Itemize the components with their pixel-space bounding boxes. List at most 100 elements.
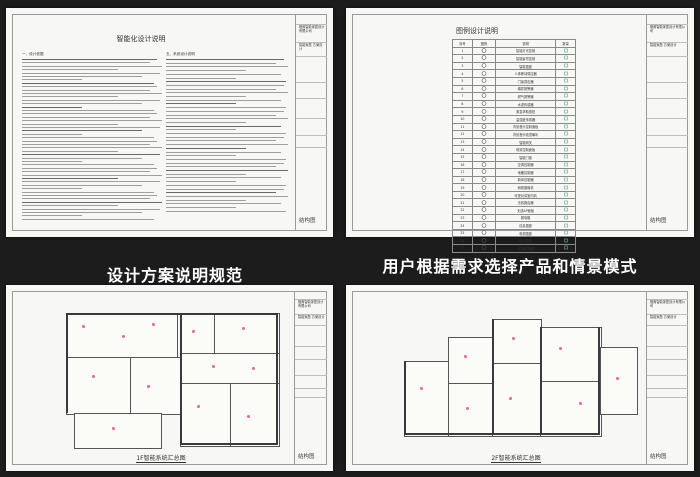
title-block-cell xyxy=(647,291,688,301)
title-block-cell xyxy=(295,388,327,399)
legend-number: 21 xyxy=(452,198,473,208)
legend-quantity-icon xyxy=(555,244,576,253)
text-line xyxy=(166,99,281,101)
title-block-cell xyxy=(296,135,327,148)
title-block-company: 楹阁智能家居设计有限公司 xyxy=(298,300,324,309)
legend-symbol-icon xyxy=(471,213,497,223)
legend-description: 信息插座 xyxy=(494,221,557,230)
text-line xyxy=(166,96,246,97)
legend-number: 8 xyxy=(452,99,473,109)
text-line xyxy=(166,62,276,64)
legend-quantity-icon xyxy=(555,145,576,154)
legend-symbol-icon xyxy=(471,114,497,124)
title-block-cell xyxy=(296,82,327,100)
text-line xyxy=(166,88,276,90)
text-line xyxy=(22,181,160,183)
legend-number: 27 xyxy=(452,244,473,253)
legend-number: 22 xyxy=(452,206,473,215)
legend-number: 23 xyxy=(452,213,473,223)
text-line xyxy=(22,106,82,108)
legend-description: 智能网关 xyxy=(494,137,557,147)
text-line xyxy=(166,166,276,168)
text-line xyxy=(22,208,160,210)
legend-number: 6 xyxy=(452,84,473,94)
title-block-cell xyxy=(296,118,327,136)
text-line xyxy=(166,129,236,131)
text-line xyxy=(166,125,281,127)
text-line xyxy=(22,198,150,200)
legend-symbol-icon xyxy=(471,160,497,170)
legend-quantity-icon xyxy=(555,236,576,246)
legend-header-cell: 说明 xyxy=(494,39,557,48)
text-line xyxy=(22,147,162,149)
legend-quantity-icon xyxy=(555,160,576,170)
legend-number: 9 xyxy=(452,107,473,116)
sheet-title: 图例设计说明 xyxy=(456,27,498,35)
sheet-design-description[interactable]: 智能化设计说明 一、设计依据 五、系统设计说明 楹阁智能家居设计有限公司智能家居… xyxy=(6,8,333,237)
legend-quantity-icon xyxy=(555,61,576,71)
text-line xyxy=(22,150,118,152)
title-block-cell xyxy=(647,359,688,376)
legend-quantity-icon xyxy=(555,130,576,139)
title-block-drawing-no: 结构图 xyxy=(299,217,316,224)
title-block-cell: 智能家居 方案设计 xyxy=(295,314,327,326)
plan-title: 1F智能系统汇总图 xyxy=(136,455,186,463)
text-line xyxy=(166,84,284,86)
title-block-drawing-no: 结构图 xyxy=(650,453,667,460)
legend-symbol-icon xyxy=(471,183,497,192)
text-line xyxy=(22,113,157,115)
legend-symbol-icon xyxy=(471,175,497,185)
legend-number: 3 xyxy=(452,61,473,71)
text-line xyxy=(166,173,246,175)
title-block: 楹阁智能家居设计有限公司智能家居 方案设计结构图 xyxy=(646,14,688,231)
text-line xyxy=(22,110,154,111)
text-line xyxy=(166,144,288,146)
legend-quantity-icon xyxy=(555,198,576,208)
text-line xyxy=(166,136,284,138)
text-line xyxy=(22,178,118,179)
text-line xyxy=(166,181,236,183)
text-line xyxy=(22,188,82,190)
text-line xyxy=(22,72,160,74)
text-line xyxy=(166,114,276,116)
legend-symbol-icon xyxy=(471,198,497,208)
legend-number: 24 xyxy=(452,221,473,230)
caption-product-scene: 用户根据需求选择产品和情景模式 xyxy=(382,257,638,276)
legend-symbol-icon xyxy=(471,69,497,78)
text-line xyxy=(22,103,142,105)
legend-description: 烟雾报警器 xyxy=(494,84,557,94)
legend-symbol-icon xyxy=(471,168,497,177)
title-block-cell xyxy=(295,325,327,347)
legend-number: 19 xyxy=(452,183,473,192)
text-line xyxy=(166,203,281,205)
text-line xyxy=(166,121,246,123)
legend-quantity-icon xyxy=(555,137,576,147)
legend-quantity-icon xyxy=(555,54,576,63)
sheet-1f-plan[interactable]: 1F智能系统汇总图 楹阁智能家居设计有限公司智能家居 方案设计结构图 xyxy=(6,285,333,471)
legend-quantity-icon xyxy=(555,175,576,185)
legend-symbol-icon xyxy=(471,46,497,56)
sheet-2f-plan[interactable]: 2F智能系统汇总图 楹阁智能家居设计有限公司智能家居 方案设计结构图 xyxy=(346,285,694,471)
text-line xyxy=(22,130,142,132)
text-line xyxy=(166,110,284,112)
legend-description: 无线AP面板 xyxy=(494,206,557,215)
text-line xyxy=(166,158,286,160)
text-line xyxy=(166,210,286,212)
legend-quantity-icon xyxy=(555,206,576,215)
legend-quantity-icon xyxy=(555,46,576,56)
legend-description: 背景音乐吸顶喇叭 xyxy=(494,130,557,139)
text-line xyxy=(166,207,236,208)
text-line xyxy=(166,81,286,83)
